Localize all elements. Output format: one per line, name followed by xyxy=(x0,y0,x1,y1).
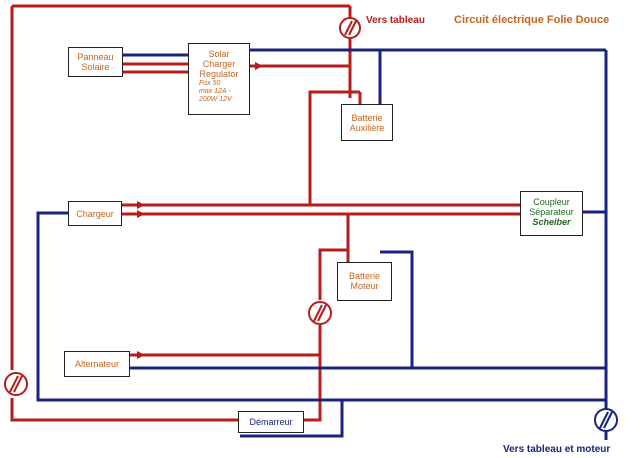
coupleur-brand: Scheiber xyxy=(532,217,571,227)
fuse-icon xyxy=(339,17,361,39)
diagram-title: Circuit électrique Folie Douce xyxy=(454,14,610,26)
batterie-moteur-box: Batterie Moteur xyxy=(337,262,392,301)
regulator-spec-3: 200W 12V xyxy=(199,96,232,103)
demarreur-label: Démarreur xyxy=(249,417,293,427)
fuse-icon xyxy=(308,301,332,325)
blue-wire-moteur xyxy=(380,250,414,368)
demarreur-box: Démarreur xyxy=(238,411,304,433)
bottom-label: Vers tableau et moteur xyxy=(503,444,611,455)
top-label: Vers tableau xyxy=(366,15,425,26)
alternateur-label: Alternateur xyxy=(74,359,120,369)
red-wire-bottom xyxy=(10,398,322,422)
regulator-spec-1: Fox 50 xyxy=(199,80,221,87)
panneau-label-1: Panneau xyxy=(77,52,114,62)
alternateur-box: Alternateur xyxy=(64,351,130,377)
regulator-spec-2: max 12A - xyxy=(199,88,231,95)
blue-wire-chargeur-loop xyxy=(36,211,606,402)
regulator-label-2: Charger xyxy=(202,59,236,69)
coupleur-label-2: Séparateur xyxy=(529,207,574,217)
aux-label-2: Auxilière xyxy=(349,123,385,133)
panneau-solaire-box: Panneau Solaire xyxy=(68,47,123,77)
batterie-auxiliere-box: Batterie Auxilière xyxy=(341,104,393,141)
moteur-label-2: Moteur xyxy=(350,281,379,291)
negative-wires xyxy=(36,48,608,440)
coupleur-label-1: Coupleur xyxy=(533,197,570,207)
regulator-label-3: Regulator xyxy=(199,69,239,79)
aux-label-1: Batterie xyxy=(351,113,383,123)
regulator-label-1: Solar xyxy=(208,49,230,59)
fuse-icon xyxy=(594,408,618,432)
blue-wire-demarreur xyxy=(240,400,344,438)
chargeur-label: Chargeur xyxy=(76,209,114,219)
panneau-label-2: Solaire xyxy=(81,62,110,72)
coupleur-separateur-box: Coupleur Séparateur Scheiber xyxy=(520,191,583,236)
red-wire-to-aux xyxy=(308,90,360,205)
chargeur-box: Chargeur xyxy=(68,201,122,226)
red-wire-to-moteur xyxy=(318,214,350,300)
moteur-label-1: Batterie xyxy=(348,271,381,281)
solar-regulator-box: Solar Charger Regulator Fox 50 max 12A -… xyxy=(188,43,250,115)
fuse-icon xyxy=(4,372,28,396)
